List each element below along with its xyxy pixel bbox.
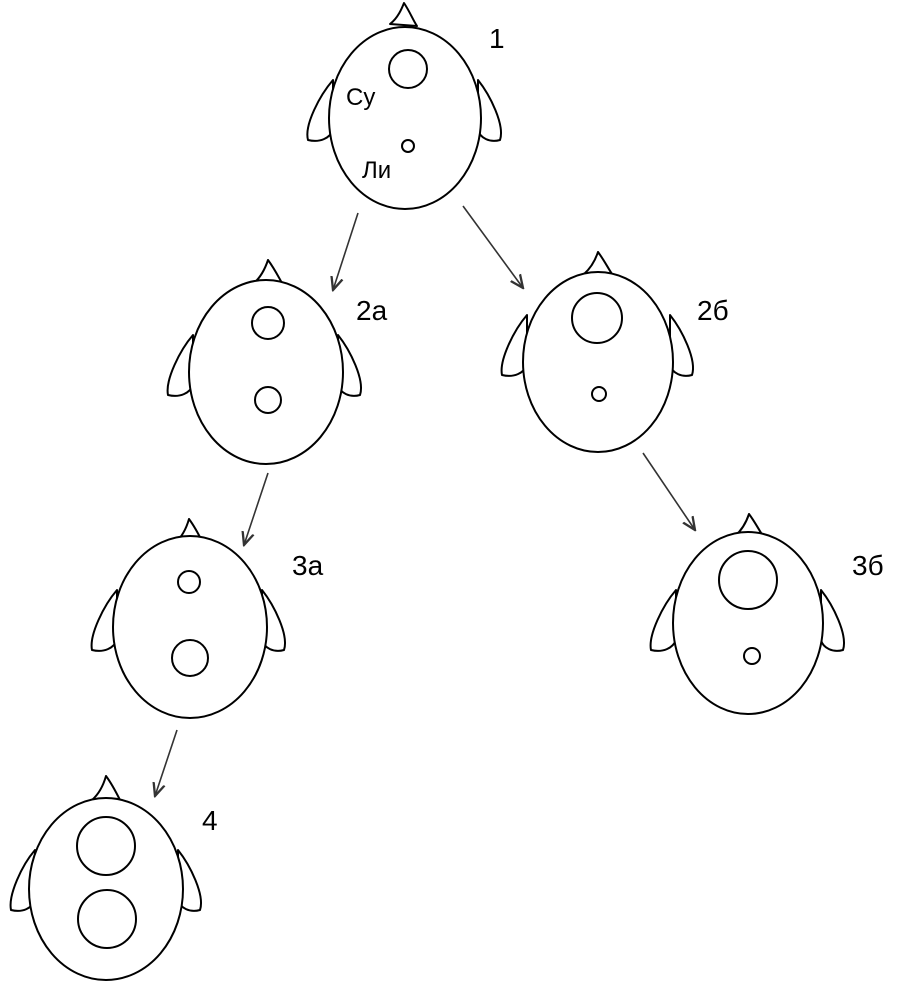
arrow-1-to-2b — [462, 205, 523, 288]
body-outline — [112, 535, 268, 719]
stage-3b: 3б — [649, 513, 884, 715]
stage-1: Су Ли 1 — [306, 2, 505, 210]
stage-label: 3а — [292, 550, 324, 581]
arrow-2b-to-3b — [642, 452, 695, 530]
arrow-2a-to-3a — [244, 472, 269, 545]
stage-label: 2б — [697, 295, 729, 326]
lower-spot — [77, 889, 137, 949]
stage-label: 1 — [489, 23, 505, 54]
stage-label: 4 — [202, 805, 218, 836]
top-fin — [389, 2, 418, 27]
upper-spot — [76, 816, 136, 876]
body-outline — [28, 797, 184, 981]
upper-spot — [251, 306, 285, 340]
arrow-1-to-2a — [333, 212, 359, 290]
lower-spot — [743, 647, 761, 665]
lower-spot — [254, 386, 282, 414]
lower-spot — [591, 386, 607, 402]
body-outline — [188, 279, 344, 465]
stage-label: 3б — [852, 550, 884, 581]
stage-2a: 2а — [166, 259, 388, 465]
body-outline — [328, 26, 482, 210]
arrow-3a-to-4 — [155, 729, 178, 796]
lower-spot-label: Ли — [362, 157, 391, 184]
right-fin — [820, 589, 845, 652]
body-outline — [672, 531, 824, 715]
top-fin — [253, 259, 283, 284]
top-fin — [583, 251, 613, 275]
upper-spot — [718, 550, 778, 610]
top-fin — [91, 775, 121, 801]
lower-spot — [171, 639, 209, 677]
upper-spot — [388, 49, 428, 89]
body-outline — [522, 271, 674, 453]
stage-2b: 2б — [500, 251, 729, 453]
upper-spot — [177, 570, 201, 594]
stage-label: 2а — [356, 295, 388, 326]
upper-spot — [571, 292, 623, 344]
left-fin — [649, 589, 677, 652]
lower-spot — [401, 139, 415, 153]
stage-3a: 3а — [90, 518, 324, 719]
stage-4: 4 — [9, 775, 218, 981]
transition-arrows — [155, 205, 695, 796]
upper-spot-label: Су — [346, 84, 375, 111]
